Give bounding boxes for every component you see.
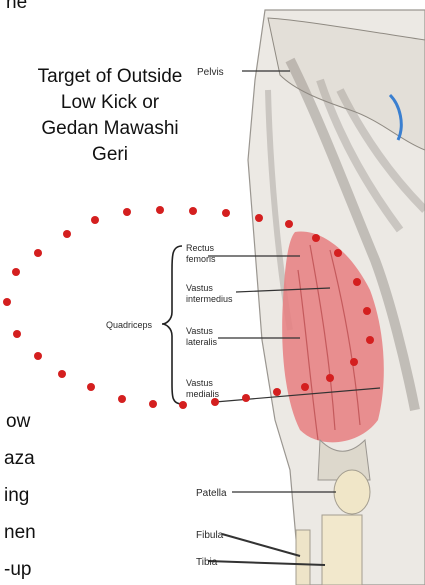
target-dot: [156, 206, 164, 214]
lateralis-label-1: Vastus: [186, 326, 213, 336]
medialis-label-1: Vastus: [186, 378, 213, 388]
target-dot: [363, 307, 371, 315]
target-dot: [118, 395, 126, 403]
intermedius-label-2: intermedius: [186, 294, 233, 304]
tibia-label: Tibia: [196, 557, 218, 568]
heading-line-3: Gedan Mawashi: [10, 116, 210, 142]
heading-line-1: Target of Outside: [10, 64, 210, 90]
target-dot: [366, 336, 374, 344]
cutoff-text-line-3: ing: [4, 483, 29, 509]
cutoff-text-top: ne: [6, 0, 27, 16]
cutoff-text-line-1: ow: [6, 409, 30, 435]
target-dot: [285, 220, 293, 228]
cutoff-text-line-5: -up: [4, 557, 31, 583]
rectus-label-2: femoris: [186, 254, 216, 264]
lateralis-label-2: lateralis: [186, 337, 218, 347]
target-dot: [123, 208, 131, 216]
intermedius-label-1: Vastus: [186, 283, 213, 293]
quadriceps-brace: [162, 246, 182, 404]
quadriceps-label: Quadriceps: [106, 320, 153, 330]
target-heading: Target of Outside Low Kick or Gedan Mawa…: [10, 64, 210, 168]
target-dot: [13, 330, 21, 338]
target-dot: [179, 401, 187, 409]
heading-line-2: Low Kick or: [10, 90, 210, 116]
tibia-shape: [322, 515, 362, 585]
target-dot: [353, 278, 361, 286]
rectus-label-1: Rectus: [186, 243, 215, 253]
medialis-label-2: medialis: [186, 389, 220, 399]
target-dot: [3, 298, 11, 306]
target-dot: [63, 230, 71, 238]
target-dot: [301, 383, 309, 391]
fibula-label: Fibula: [196, 530, 224, 541]
target-dot: [312, 234, 320, 242]
target-dot: [255, 214, 263, 222]
target-dot: [91, 216, 99, 224]
heading-line-4: Geri: [10, 142, 210, 168]
patella-label: Patella: [196, 488, 227, 499]
target-dot: [34, 249, 42, 257]
target-dot: [12, 268, 20, 276]
target-dot: [222, 209, 230, 217]
fibula-leader: [222, 534, 300, 556]
target-dot: [149, 400, 157, 408]
target-dot: [34, 352, 42, 360]
patella-shape: [334, 470, 370, 514]
target-dot: [273, 388, 281, 396]
target-dot: [242, 394, 250, 402]
target-dot: [350, 358, 358, 366]
cutoff-text-line-2: aza: [4, 446, 35, 472]
cutoff-text-line-4: nen: [4, 520, 36, 546]
target-dot: [326, 374, 334, 382]
target-dot: [189, 207, 197, 215]
target-dot: [211, 398, 219, 406]
fibula-shape: [296, 530, 310, 585]
target-dot: [58, 370, 66, 378]
target-dot: [334, 249, 342, 257]
target-dot: [87, 383, 95, 391]
